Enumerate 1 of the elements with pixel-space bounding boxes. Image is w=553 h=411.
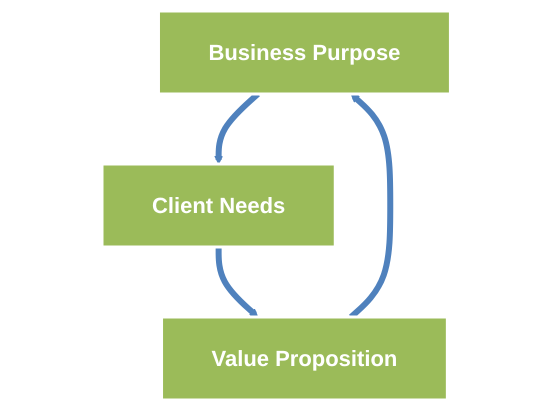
arrow <box>216 247 259 318</box>
